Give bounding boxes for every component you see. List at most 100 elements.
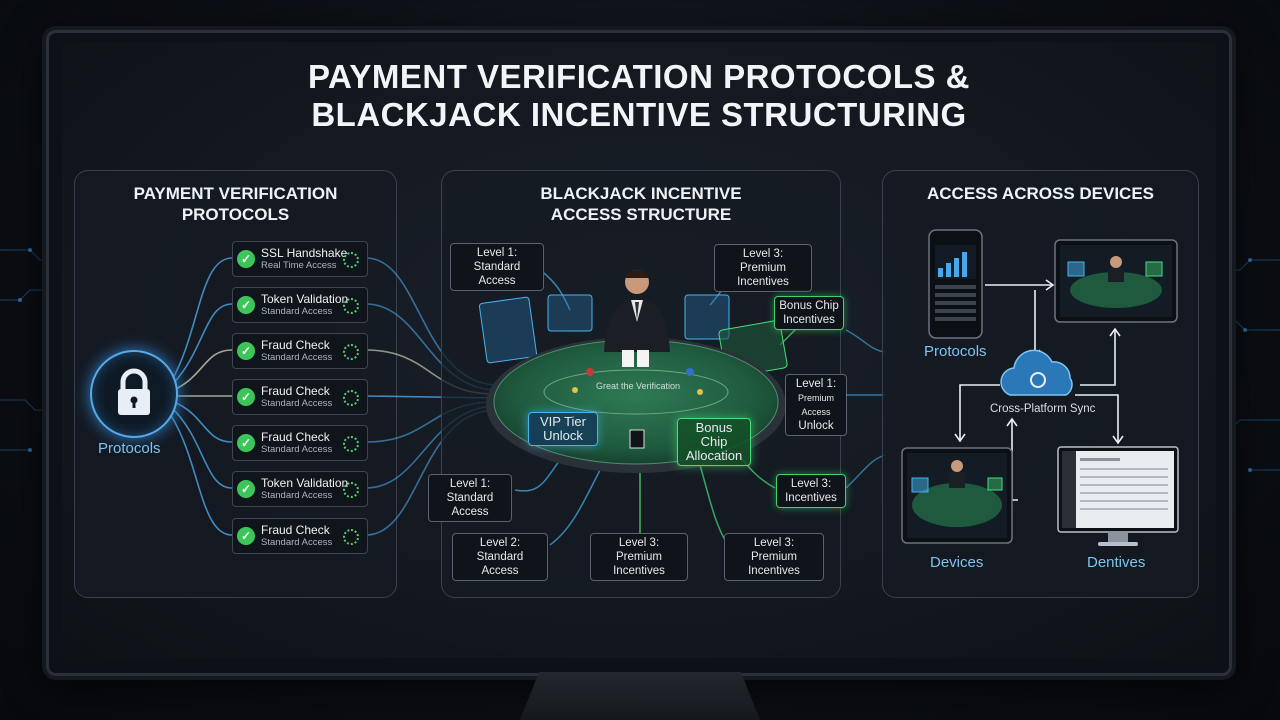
verification-item-name: Fraud Check	[261, 338, 330, 352]
tag-line: Incentives	[785, 492, 837, 504]
tag-level1-standard-lower[interactable]: Level 1: Standard Access	[428, 474, 512, 522]
verification-item[interactable]: ✓ SSL Handshake Real Time Access	[232, 241, 368, 277]
tag-line: Level 1:	[449, 478, 491, 490]
dentives-label: Dentives	[1087, 554, 1146, 571]
tag-line: Premium Incentives	[737, 262, 789, 288]
tag-line: Bonus Chip	[779, 300, 839, 312]
verification-item-sub: Standard Access	[261, 352, 333, 363]
spinner-icon	[343, 252, 359, 268]
panel-title-line: ACCESS STRUCTURE	[550, 205, 732, 224]
verification-item[interactable]: ✓ Fraud Check Standard Access	[232, 518, 368, 554]
cloud-icon	[1000, 349, 1073, 396]
tag-line: Premium Incentives	[613, 551, 665, 577]
tag-line: Premium Access	[797, 393, 834, 417]
tag-level3-incentives[interactable]: Level 3: Incentives	[776, 474, 846, 508]
tablet-top-device	[1054, 239, 1178, 323]
check-icon: ✓	[237, 434, 255, 452]
spinner-icon	[343, 482, 359, 498]
tag-line: Unlock	[798, 420, 834, 432]
verification-item-name: Fraud Check	[261, 384, 330, 398]
tag-bonus-chip-allocation[interactable]: Bonus Chip Allocation	[677, 418, 751, 466]
table-cards	[622, 350, 649, 449]
verification-item-sub: Real Time Access	[261, 260, 337, 271]
verification-item-name: Token Validation	[261, 292, 349, 306]
verification-item-sub: Standard Access	[261, 490, 333, 501]
panel-title-line: PROTOCOLS	[181, 205, 290, 224]
spinner-icon	[343, 390, 359, 406]
tablet-bottom-device	[901, 447, 1013, 544]
tag-line: VIP Tier	[539, 414, 586, 429]
check-icon: ✓	[237, 388, 255, 406]
verification-item-name: Fraud Check	[261, 430, 330, 444]
panel-title-devices: ACCESS ACROSS DEVICES	[926, 184, 1155, 203]
protocols-hub-label: Protocols	[98, 440, 161, 457]
verification-item[interactable]: ✓ Token Validation Standard Access	[232, 287, 368, 323]
holo-cards	[478, 294, 788, 378]
title-line-2: BLACKJACK INCENTIVE STRUCTURING	[311, 96, 967, 133]
desktop-device	[1057, 446, 1179, 546]
tag-line: Level 1:	[476, 247, 518, 259]
page-title: PAYMENT VERIFICATION PROTOCOLS & BLACKJA…	[62, 58, 1216, 134]
verification-item-sub: Standard Access	[261, 398, 333, 409]
monitor-stand	[520, 672, 760, 720]
lock-icon	[118, 368, 150, 415]
check-icon: ✓	[237, 527, 255, 545]
tag-line: Premium Incentives	[748, 551, 800, 577]
tag-level2-standard[interactable]: Level 2: Standard Access	[452, 533, 548, 581]
table-felt-text: Great the Verification	[595, 381, 681, 391]
tag-line: Level 3:	[790, 478, 832, 490]
tag-line: Level 1:	[795, 378, 837, 390]
verification-item-sub: Standard Access	[261, 444, 333, 455]
check-icon: ✓	[237, 342, 255, 360]
tag-level1-standard[interactable]: Level 1: Standard Access	[450, 243, 544, 291]
verification-item-sub: Standard Access	[261, 306, 333, 317]
check-icon: ✓	[237, 296, 255, 314]
spinner-icon	[343, 344, 359, 360]
tag-bonus-chip-incentives[interactable]: Bonus Chip Incentives	[774, 296, 844, 330]
panel-title-line: BLACKJACK INCENTIVE	[540, 184, 742, 203]
verification-item-name: Token Validation	[261, 476, 349, 490]
dealer	[604, 269, 670, 352]
verification-item-name: Fraud Check	[261, 523, 330, 537]
verification-item[interactable]: ✓ Fraud Check Standard Access	[232, 425, 368, 461]
tag-vip-tier-unlock[interactable]: VIP Tier Unlock	[528, 412, 598, 446]
tag-level3-premium[interactable]: Level 3: Premium Incentives	[714, 244, 812, 292]
tag-line: Level 3:	[753, 537, 795, 549]
tag-line: Level 3:	[742, 248, 784, 260]
phone-device	[928, 229, 983, 339]
verification-item[interactable]: ✓ Fraud Check Standard Access	[232, 333, 368, 369]
verification-item[interactable]: ✓ Token Validation Standard Access	[232, 471, 368, 507]
protocols-hub[interactable]	[90, 350, 178, 438]
tag-line: Level 3:	[618, 537, 660, 549]
verification-item-sub: Standard Access	[261, 537, 333, 548]
panel-title-payment: PAYMENT VERIFICATION PROTOCOLS	[75, 183, 396, 225]
tag-line: Unlock	[543, 428, 583, 443]
verification-item[interactable]: ✓ Fraud Check Standard Access	[232, 379, 368, 415]
tag-line: Level 2:	[479, 537, 521, 549]
check-icon: ✓	[237, 250, 255, 268]
tag-line: Incentives	[783, 314, 835, 326]
spinner-icon	[343, 436, 359, 452]
tag-line: Allocation	[685, 448, 743, 463]
check-icon: ✓	[237, 480, 255, 498]
tag-line: Standard Access	[476, 551, 524, 577]
verification-item-name: SSL Handshake	[261, 246, 348, 260]
tag-line: Standard Access	[473, 261, 521, 287]
title-line-1: PAYMENT VERIFICATION PROTOCOLS &	[308, 58, 970, 95]
spinner-icon	[343, 529, 359, 545]
tag-line: Bonus Chip	[695, 420, 733, 449]
spinner-icon	[343, 298, 359, 314]
tag-line: Standard Access	[446, 492, 494, 518]
devices-label: Devices	[930, 554, 984, 571]
chips	[572, 368, 703, 395]
tag-level3-premium-right[interactable]: Level 3: Premium Incentives	[724, 533, 824, 581]
panel-title-blackjack: BLACKJACK INCENTIVE ACCESS STRUCTURE	[442, 183, 840, 225]
tag-level3-premium-bottom[interactable]: Level 3: Premium Incentives	[590, 533, 688, 581]
cross-platform-sync-label: Cross-Platform Sync	[990, 403, 1096, 415]
tag-level1-premium-unlock[interactable]: Level 1: Premium Access Unlock	[785, 374, 847, 436]
protocols-device-label: Protocols	[924, 343, 987, 360]
